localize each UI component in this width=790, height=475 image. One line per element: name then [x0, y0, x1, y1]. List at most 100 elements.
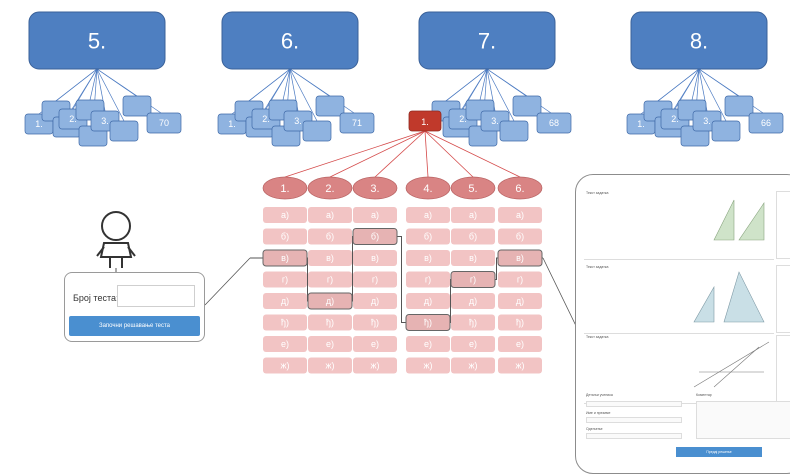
- answer-label: в): [371, 253, 379, 263]
- selected-answer-path: [250, 236, 543, 323]
- connector-line: [282, 68, 291, 101]
- test-number-label: Број теста:: [73, 293, 119, 303]
- class-field[interactable]: [586, 433, 682, 439]
- answer-label: ђ): [516, 318, 524, 328]
- test-box-label: 66: [761, 118, 771, 128]
- grade-box: [221, 11, 359, 70]
- answer-label: г): [372, 275, 378, 285]
- test-box-label: 2.: [262, 114, 270, 124]
- answer-label: а): [371, 210, 379, 220]
- answer-box: [498, 336, 542, 352]
- answer-label: д): [469, 296, 477, 306]
- answer-label: е): [281, 339, 289, 349]
- connector-line: [289, 68, 318, 122]
- answer-box: [308, 228, 352, 245]
- connector-line: [445, 68, 488, 102]
- details-field[interactable]: [586, 401, 682, 407]
- comment-field[interactable]: [696, 401, 790, 439]
- grade-label: 8.: [690, 29, 708, 54]
- test-box-label: 2.: [459, 114, 467, 124]
- test-number-input[interactable]: [117, 285, 195, 307]
- student-details-section: Детаљи ученика Коментар Име и презиме Од…: [584, 393, 790, 465]
- test-box: [711, 120, 741, 142]
- answer-box: [451, 357, 495, 374]
- answer-label: е): [469, 339, 477, 349]
- answer-box: [308, 271, 352, 288]
- answer-box: [263, 336, 307, 352]
- test-box: [724, 95, 754, 117]
- test-box-label: 70: [159, 118, 169, 128]
- answer-box: [406, 228, 450, 245]
- test-box-label: 2.: [69, 114, 77, 124]
- test-preview-panel: Текст задатка Текст задатка Текст задатк…: [575, 174, 790, 474]
- comment-label: Коментар: [696, 393, 712, 397]
- question-label: 5.: [468, 183, 477, 195]
- answer-box: [262, 249, 308, 267]
- answer-label: в): [424, 253, 432, 263]
- answer-box: [353, 357, 397, 374]
- submit-test-button[interactable]: Предај решење: [676, 447, 762, 457]
- answer-box: [498, 207, 542, 223]
- answer-label: е): [326, 339, 334, 349]
- answer-label: ђ): [371, 318, 379, 328]
- question-card: Текст задатка: [584, 263, 774, 334]
- answer-box: [353, 207, 397, 223]
- answer-label: д): [326, 296, 334, 306]
- answer-box: [405, 314, 451, 331]
- answer-box: [406, 357, 450, 374]
- grade-label: 6.: [281, 29, 299, 54]
- name-field[interactable]: [586, 417, 682, 423]
- answer-box: [353, 250, 397, 266]
- answer-box: [406, 336, 450, 352]
- question-label: 3.: [370, 183, 379, 195]
- answer-box: [353, 271, 397, 288]
- answer-label: а): [469, 210, 477, 220]
- answer-box: [307, 292, 353, 310]
- answer-box: [451, 293, 495, 309]
- connector-line: [248, 68, 291, 102]
- question-title: Текст задатка: [586, 265, 609, 269]
- answer-label: в): [281, 253, 289, 263]
- answer-label: е): [516, 339, 524, 349]
- form-connector: [204, 257, 251, 306]
- selected-test-box: [408, 110, 442, 132]
- start-test-button[interactable]: Започни решавање теста: [69, 316, 200, 336]
- answer-label: д): [516, 296, 524, 306]
- details-label: Детаљи ученика: [586, 393, 613, 397]
- answer-label: г): [470, 275, 476, 285]
- answer-label: г): [517, 275, 523, 285]
- answer-box: [308, 250, 352, 266]
- student-figure-icon: [96, 211, 136, 268]
- connector-line: [424, 130, 521, 178]
- answer-box: [263, 228, 307, 245]
- answer-box: [263, 207, 307, 223]
- test-box: [536, 112, 572, 134]
- grade-cluster[interactable]: 2.3.687.: [418, 11, 572, 147]
- connector-line: [479, 68, 488, 101]
- test-box-label: 2.: [671, 114, 679, 124]
- grade-cluster[interactable]: 1.2.3.705.: [24, 11, 182, 147]
- answer-box: [263, 314, 307, 331]
- answer-label: ж): [280, 361, 289, 371]
- test-box-label: 68: [549, 118, 559, 128]
- test-box-label: 1.: [35, 119, 43, 129]
- answer-label: ђ): [281, 318, 289, 328]
- answer-box: [451, 228, 495, 245]
- grade-box: [630, 11, 768, 70]
- triangle-figure-icon: [693, 271, 765, 323]
- answer-label: а): [281, 210, 289, 220]
- answer-label: ж): [515, 361, 524, 371]
- answer-label: ђ): [326, 318, 334, 328]
- answer-box: [498, 228, 542, 245]
- test-box: [122, 95, 152, 117]
- grade-box: [28, 11, 166, 70]
- grade-cluster[interactable]: 1.2.3.668.: [626, 11, 784, 147]
- answer-label: ж): [423, 361, 432, 371]
- answer-label: е): [424, 339, 432, 349]
- answer-box: [352, 228, 398, 245]
- panel-connector: [542, 257, 579, 331]
- grade-cluster[interactable]: 1.2.3.716.: [217, 11, 375, 147]
- answer-label: а): [424, 210, 432, 220]
- test-box-label: 3.: [101, 116, 109, 126]
- connector-line: [424, 130, 429, 178]
